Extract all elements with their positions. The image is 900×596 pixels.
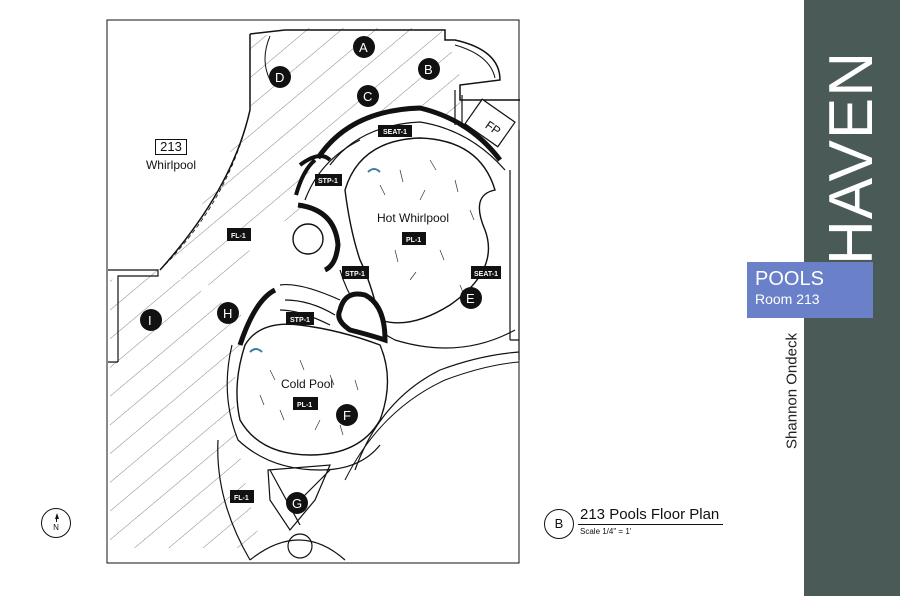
cold-pool-entry-arc [336, 291, 388, 344]
right-wall [454, 90, 520, 360]
svg-text:STP-1: STP-1 [345, 271, 365, 278]
svg-text:FL-1: FL-1 [231, 233, 246, 240]
marker-i: I [140, 309, 162, 331]
svg-text:D: D [275, 70, 284, 85]
marker-a: A [353, 36, 375, 58]
marker-h: H [217, 302, 239, 324]
fireplace-fixture [464, 98, 516, 148]
left-wall [108, 269, 159, 363]
svg-text:G: G [292, 496, 302, 511]
tag-pl-1-hot: PL-1 [402, 232, 426, 245]
svg-text:PL-1: PL-1 [297, 402, 312, 409]
room-label: 213 Whirlpool [142, 138, 200, 172]
tag-fl-1-lower: FL-1 [230, 490, 254, 503]
marker-e: E [460, 287, 482, 309]
section-box: POOLS Room 213 [747, 262, 873, 318]
hot-pool-seat-arc [315, 105, 502, 162]
marker-b: B [418, 58, 440, 80]
cold-pool-top-arc [237, 287, 277, 346]
water-drop-cold [249, 348, 263, 353]
water-drop-hot [367, 168, 381, 173]
svg-text:FL-1: FL-1 [234, 495, 249, 502]
tag-seat-1-right: SEAT-1 [471, 266, 501, 279]
room-name: Whirlpool [145, 158, 196, 172]
column-circle [292, 223, 324, 255]
plan-title-rule [578, 524, 723, 525]
cold-pool-seat-arc [297, 202, 341, 273]
deck-hatch-left [110, 270, 262, 548]
svg-text:SEAT-1: SEAT-1 [474, 271, 498, 278]
top-wall [159, 29, 520, 271]
cold-pool-deck-curve [354, 351, 520, 471]
bottom-circle [287, 533, 313, 559]
room-number: 213 [155, 139, 187, 155]
cold-pool-label: Cold Pool [281, 377, 333, 391]
tag-stp-1-c: STP-1 [286, 312, 314, 325]
svg-text:SEAT-1: SEAT-1 [383, 129, 407, 136]
svg-text:A: A [359, 40, 368, 55]
svg-text:F: F [343, 408, 351, 423]
hot-pool-bench [294, 154, 332, 196]
hot-whirlpool-label: Hot Whirlpool [377, 211, 449, 225]
dashed-boundary [159, 109, 251, 271]
cold-pool-outer-ring [226, 344, 381, 471]
tag-fl-1-upper: FL-1 [227, 228, 251, 241]
bottom-zone [217, 439, 331, 561]
hot-pool-ring-1 [329, 121, 506, 171]
section-title: POOLS [755, 268, 824, 290]
bottom-arc [249, 539, 346, 561]
north-label: N [53, 523, 59, 532]
cold-pool-deck-curve-2 [344, 361, 520, 481]
tag-stp-1-b: STP-1 [342, 266, 369, 279]
svg-text:I: I [148, 313, 152, 328]
plan-callout: B [544, 509, 574, 539]
marker-d: D [269, 66, 291, 88]
svg-text:PL-1: PL-1 [406, 237, 421, 244]
tag-stp-1-a: STP-1 [315, 174, 342, 186]
svg-text:C: C [363, 89, 372, 104]
section-room: Room 213 [755, 291, 820, 307]
svg-text:STP-1: STP-1 [318, 178, 338, 185]
marker-f: F [336, 404, 358, 426]
water-texture [259, 159, 475, 436]
brand-title: HAVEN [817, 50, 886, 266]
svg-text:H: H [223, 306, 232, 321]
tag-pl-1-cold: PL-1 [293, 397, 318, 410]
north-arrow-icon: N [41, 508, 71, 538]
marker-g: G [286, 492, 308, 514]
author-name: Shannon Ondeck [783, 333, 801, 449]
plan-scale: Scale 1/4" = 1' [580, 527, 632, 536]
svg-text:E: E [466, 291, 475, 306]
svg-text:STP-1: STP-1 [290, 317, 310, 324]
marker-c: C [357, 85, 379, 107]
top-wall-inner [264, 35, 496, 81]
svg-text:B: B [424, 62, 433, 77]
plan-title: 213 Pools Floor Plan [580, 506, 720, 523]
tag-seat-1-top: SEAT-1 [378, 125, 412, 137]
